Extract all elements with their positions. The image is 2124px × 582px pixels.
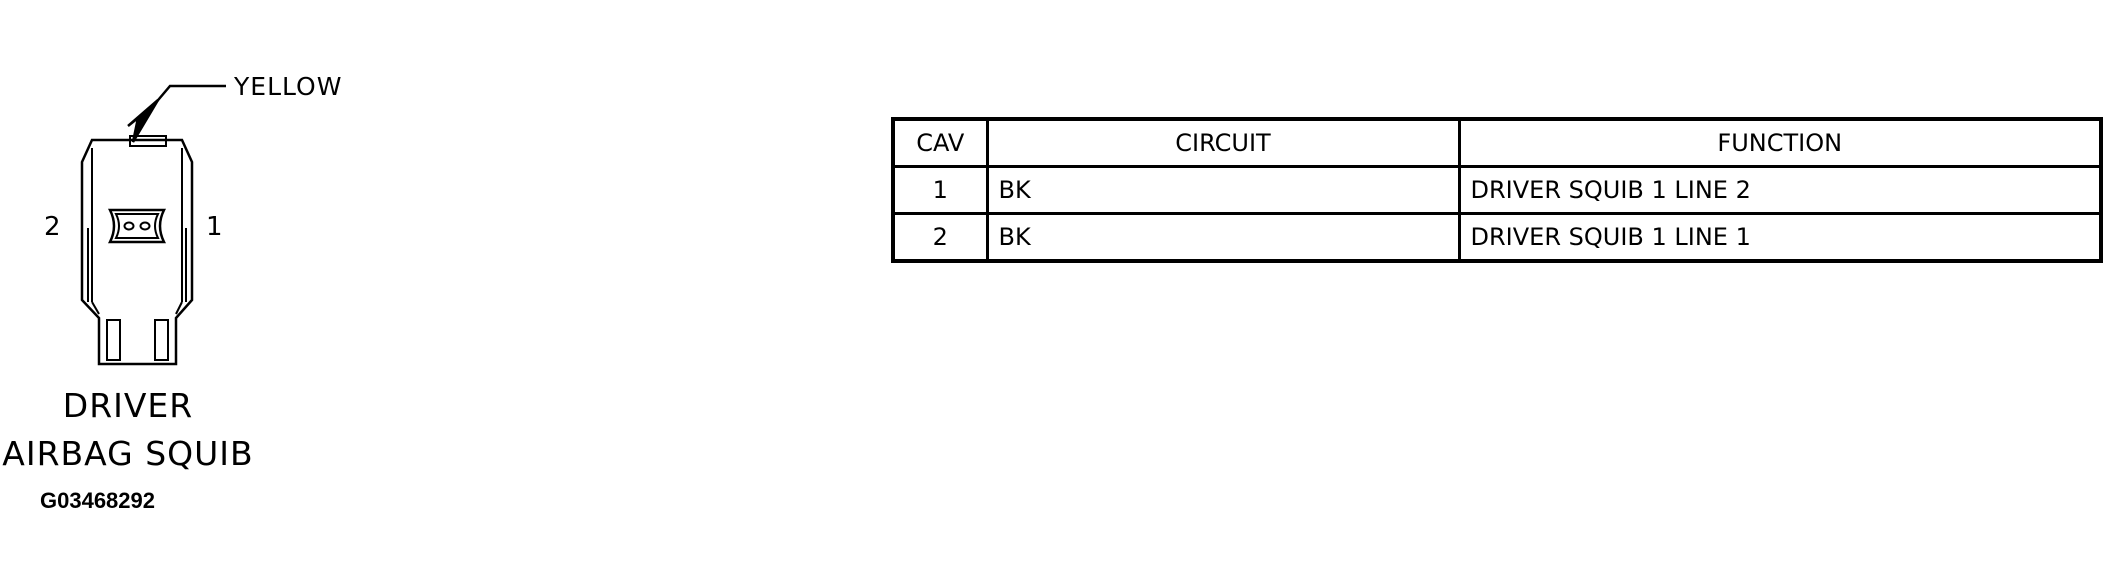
cell-circuit: BK (985, 165, 1461, 215)
callout-arrow (127, 99, 160, 143)
connector-title-line1: DRIVER (62, 386, 194, 425)
cell-cav: 2 (891, 212, 989, 263)
terminal-slot-right (154, 319, 169, 361)
header-circuit: CIRCUIT (985, 117, 1461, 168)
connector-title-line2: AIRBAG SQUIB (2, 434, 254, 473)
table-header-row: CAV CIRCUIT FUNCTION (891, 117, 2103, 168)
header-cav: CAV (891, 117, 989, 168)
pin-number-left: 2 (44, 212, 61, 242)
wire-color-label: YELLOW (234, 72, 343, 101)
cell-function: DRIVER SQUIB 1 LINE 2 (1457, 165, 2103, 215)
pin-cavity-left (123, 221, 135, 231)
callout-leader-line (147, 84, 226, 113)
connector-diagram (80, 84, 226, 366)
cell-cav: 1 (891, 165, 989, 215)
figure-id: G03468292 (40, 488, 155, 513)
cell-function: DRIVER SQUIB 1 LINE 1 (1457, 212, 2103, 263)
cell-circuit: BK (985, 212, 1461, 263)
table-row: 1 BK DRIVER SQUIB 1 LINE 2 (891, 165, 2103, 215)
center-key-window (107, 208, 167, 244)
pin-cavity-right (139, 221, 151, 231)
terminal-slot-left (106, 319, 121, 361)
pinout-table: CAV CIRCUIT FUNCTION 1 BK DRIVER SQUIB 1… (891, 117, 2103, 263)
connector-body-outline (80, 138, 194, 366)
table-row: 2 BK DRIVER SQUIB 1 LINE 1 (891, 212, 2103, 263)
pin-number-right: 1 (206, 212, 223, 242)
header-function: FUNCTION (1457, 117, 2103, 168)
